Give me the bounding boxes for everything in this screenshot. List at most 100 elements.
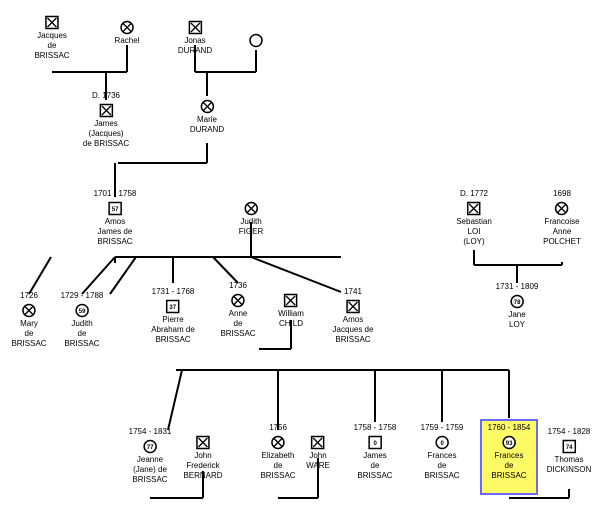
- person-name-line: James de: [97, 227, 133, 236]
- person-years: 1698: [553, 189, 571, 198]
- svg-text:74: 74: [566, 445, 573, 451]
- person-name-line: Francoise: [544, 217, 580, 226]
- relationship-line: [109, 256, 137, 295]
- person-name-line: (Jane) de: [133, 465, 167, 474]
- male-square-icon: [83, 101, 129, 119]
- female-circle-icon: 93: [488, 433, 531, 451]
- person-name-line: John: [194, 451, 212, 460]
- svg-text:0: 0: [373, 441, 377, 447]
- person-years: 1731 - 1768: [151, 287, 195, 296]
- person-years: 1758 - 1758: [353, 423, 397, 432]
- person-name-line: Anne: [552, 227, 572, 236]
- person-years: 1729 - 1788: [60, 291, 104, 300]
- male-square-icon: [333, 297, 374, 315]
- person-name-line: James: [94, 119, 118, 128]
- person-name-line: BRISSAC: [424, 471, 460, 480]
- person-name-line: BRISSAC: [491, 471, 527, 480]
- person-name-line: de BRISSAC: [82, 139, 130, 148]
- female-circle-icon: 59: [61, 301, 104, 319]
- person-years: D. 1772: [459, 189, 489, 198]
- person-name-line: Mary: [20, 319, 38, 328]
- person-name-line: Amos: [104, 217, 126, 226]
- person-name-line: BRISSAC: [357, 471, 393, 480]
- person-years: 1760 - 1854: [487, 423, 531, 432]
- person-name-line: DICKINSON: [546, 465, 592, 474]
- person-years: 1701 - 1758: [93, 189, 137, 198]
- male-square-icon: 0: [354, 433, 397, 451]
- person-name-line: Thomas: [554, 455, 584, 464]
- person-node-unknown-w[interactable]: [249, 31, 264, 49]
- person-years: 1726: [20, 291, 38, 300]
- person-name-line: WARE: [306, 461, 330, 470]
- person-name-line: de: [24, 329, 34, 338]
- female-circle-icon: [239, 199, 263, 217]
- person-name-line: BRISSAC: [132, 475, 168, 484]
- person-name-line: Judith: [240, 217, 262, 226]
- male-square-icon: 57: [94, 199, 137, 217]
- person-name-line: Jeanne: [136, 455, 164, 464]
- person-name-line: Jacques de: [332, 325, 374, 334]
- person-name-line: Marie: [196, 115, 218, 124]
- person-name-line: de: [273, 461, 283, 470]
- person-years: 1741: [344, 287, 362, 296]
- person-name-line: de: [233, 319, 243, 328]
- person-name-line: Frances: [427, 451, 457, 460]
- person-name-line: Abraham de: [151, 325, 195, 334]
- relationship-line: [28, 256, 52, 295]
- person-name-line: Anne: [228, 309, 248, 318]
- person-name-line: Sebastian: [456, 217, 492, 226]
- person-name-line: Amos: [342, 315, 364, 324]
- svg-text:57: 57: [112, 207, 119, 213]
- person-name-line: BRISSAC: [220, 329, 256, 338]
- relationship-line: [81, 256, 116, 295]
- person-years: D. 1736: [91, 91, 121, 100]
- person-name-line: BRISSAC: [97, 237, 133, 246]
- person-name-line: Elizabeth: [261, 451, 295, 460]
- person-name-line: Judith: [71, 319, 93, 328]
- female-circle-icon: [249, 31, 264, 49]
- person-name-line: Rachel: [114, 36, 140, 45]
- person-name-line: de: [47, 41, 57, 50]
- person-name-line: BRISSAC: [64, 339, 100, 348]
- female-circle-icon: 77: [129, 437, 172, 455]
- person-years: 1754 - 1828: [547, 427, 591, 436]
- female-circle-icon: 0: [421, 433, 464, 451]
- svg-text:77: 77: [147, 445, 154, 451]
- person-name-line: de: [437, 461, 447, 470]
- person-name-line: (LOY): [463, 237, 485, 246]
- person-name-line: de: [370, 461, 380, 470]
- person-node-rachel[interactable]: Rachel: [114, 18, 140, 46]
- person-name-line: Frances: [494, 451, 524, 460]
- person-name-line: John: [309, 451, 327, 460]
- female-circle-icon: [190, 97, 224, 115]
- svg-text:78: 78: [514, 300, 521, 306]
- person-name-line: BRISSAC: [11, 339, 47, 348]
- male-square-icon: [34, 13, 69, 31]
- female-circle-icon: [11, 301, 46, 319]
- person-years: 1736: [229, 281, 247, 290]
